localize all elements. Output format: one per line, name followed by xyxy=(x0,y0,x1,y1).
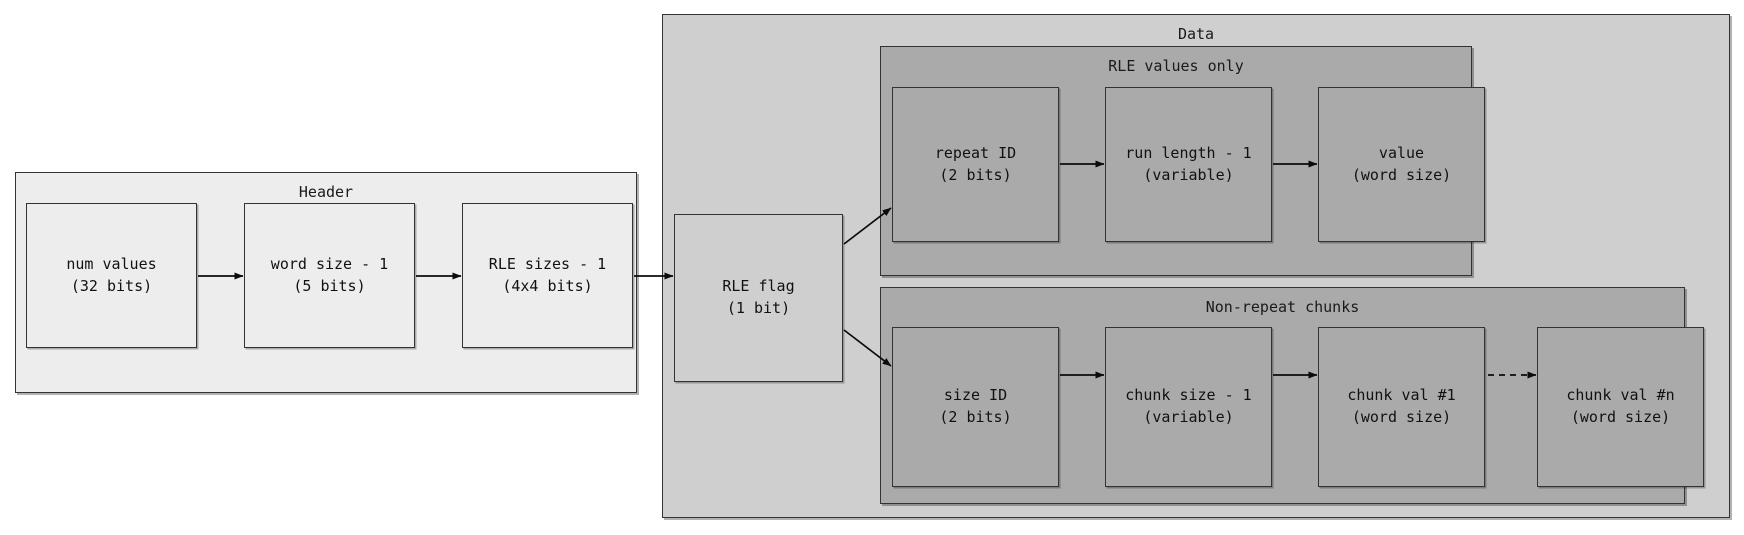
node-chunk-val-1-line2: (word size) xyxy=(1351,408,1452,426)
node-num-values-line1: num values xyxy=(66,254,157,273)
node-word-size-line1: word size - 1 xyxy=(270,254,389,273)
node-num-values: num values (32 bits) xyxy=(26,203,197,348)
node-size-id-line1: size ID xyxy=(943,386,1008,405)
node-chunk-size-line2: (variable) xyxy=(1143,408,1234,426)
node-run-length: run length - 1 (variable) xyxy=(1105,87,1272,242)
node-run-length-line2: (variable) xyxy=(1143,165,1234,184)
cluster-rle-values-only-title: RLE values only xyxy=(1108,57,1244,75)
node-chunk-size: chunk size - 1 (variable) xyxy=(1105,327,1272,487)
node-size-id-line2: (2 bits) xyxy=(939,408,1012,426)
cluster-non-repeat-chunks-title: Non-repeat chunks xyxy=(1205,298,1360,316)
node-chunk-val-1-line1: chunk val #1 xyxy=(1347,386,1456,405)
cluster-data-title: Data xyxy=(1177,25,1215,43)
node-value: value (word size) xyxy=(1318,87,1485,242)
node-num-values-line2: (32 bits) xyxy=(70,276,153,295)
node-chunk-size-line1: chunk size - 1 xyxy=(1125,386,1252,405)
node-value-line1: value xyxy=(1378,143,1425,162)
node-chunk-val-1: chunk val #1 (word size) xyxy=(1318,327,1485,487)
node-repeat-id: repeat ID (2 bits) xyxy=(892,87,1059,242)
node-rle-flag-line2: (1 bit) xyxy=(726,299,791,317)
node-chunk-val-n: chunk val #n (word size) xyxy=(1537,327,1704,487)
node-rle-sizes-line2: (4x4 bits) xyxy=(502,276,593,295)
node-rle-sizes: RLE sizes - 1 (4x4 bits) xyxy=(462,203,633,348)
node-value-line2: (word size) xyxy=(1351,165,1452,184)
node-word-size-line2: (5 bits) xyxy=(293,276,366,295)
cluster-header-title: Header xyxy=(298,183,354,201)
node-repeat-id-line2: (2 bits) xyxy=(939,165,1012,184)
node-chunk-val-n-line1: chunk val #n xyxy=(1566,386,1675,405)
node-rle-flag: RLE flag (1 bit) xyxy=(674,214,843,382)
node-chunk-val-n-line2: (word size) xyxy=(1570,408,1671,426)
node-run-length-line1: run length - 1 xyxy=(1125,143,1252,162)
node-rle-flag-line1: RLE flag xyxy=(722,277,795,296)
node-size-id: size ID (2 bits) xyxy=(892,327,1059,487)
node-rle-sizes-line1: RLE sizes - 1 xyxy=(488,254,607,273)
node-repeat-id-line1: repeat ID xyxy=(934,143,1017,162)
node-word-size: word size - 1 (5 bits) xyxy=(244,203,415,348)
